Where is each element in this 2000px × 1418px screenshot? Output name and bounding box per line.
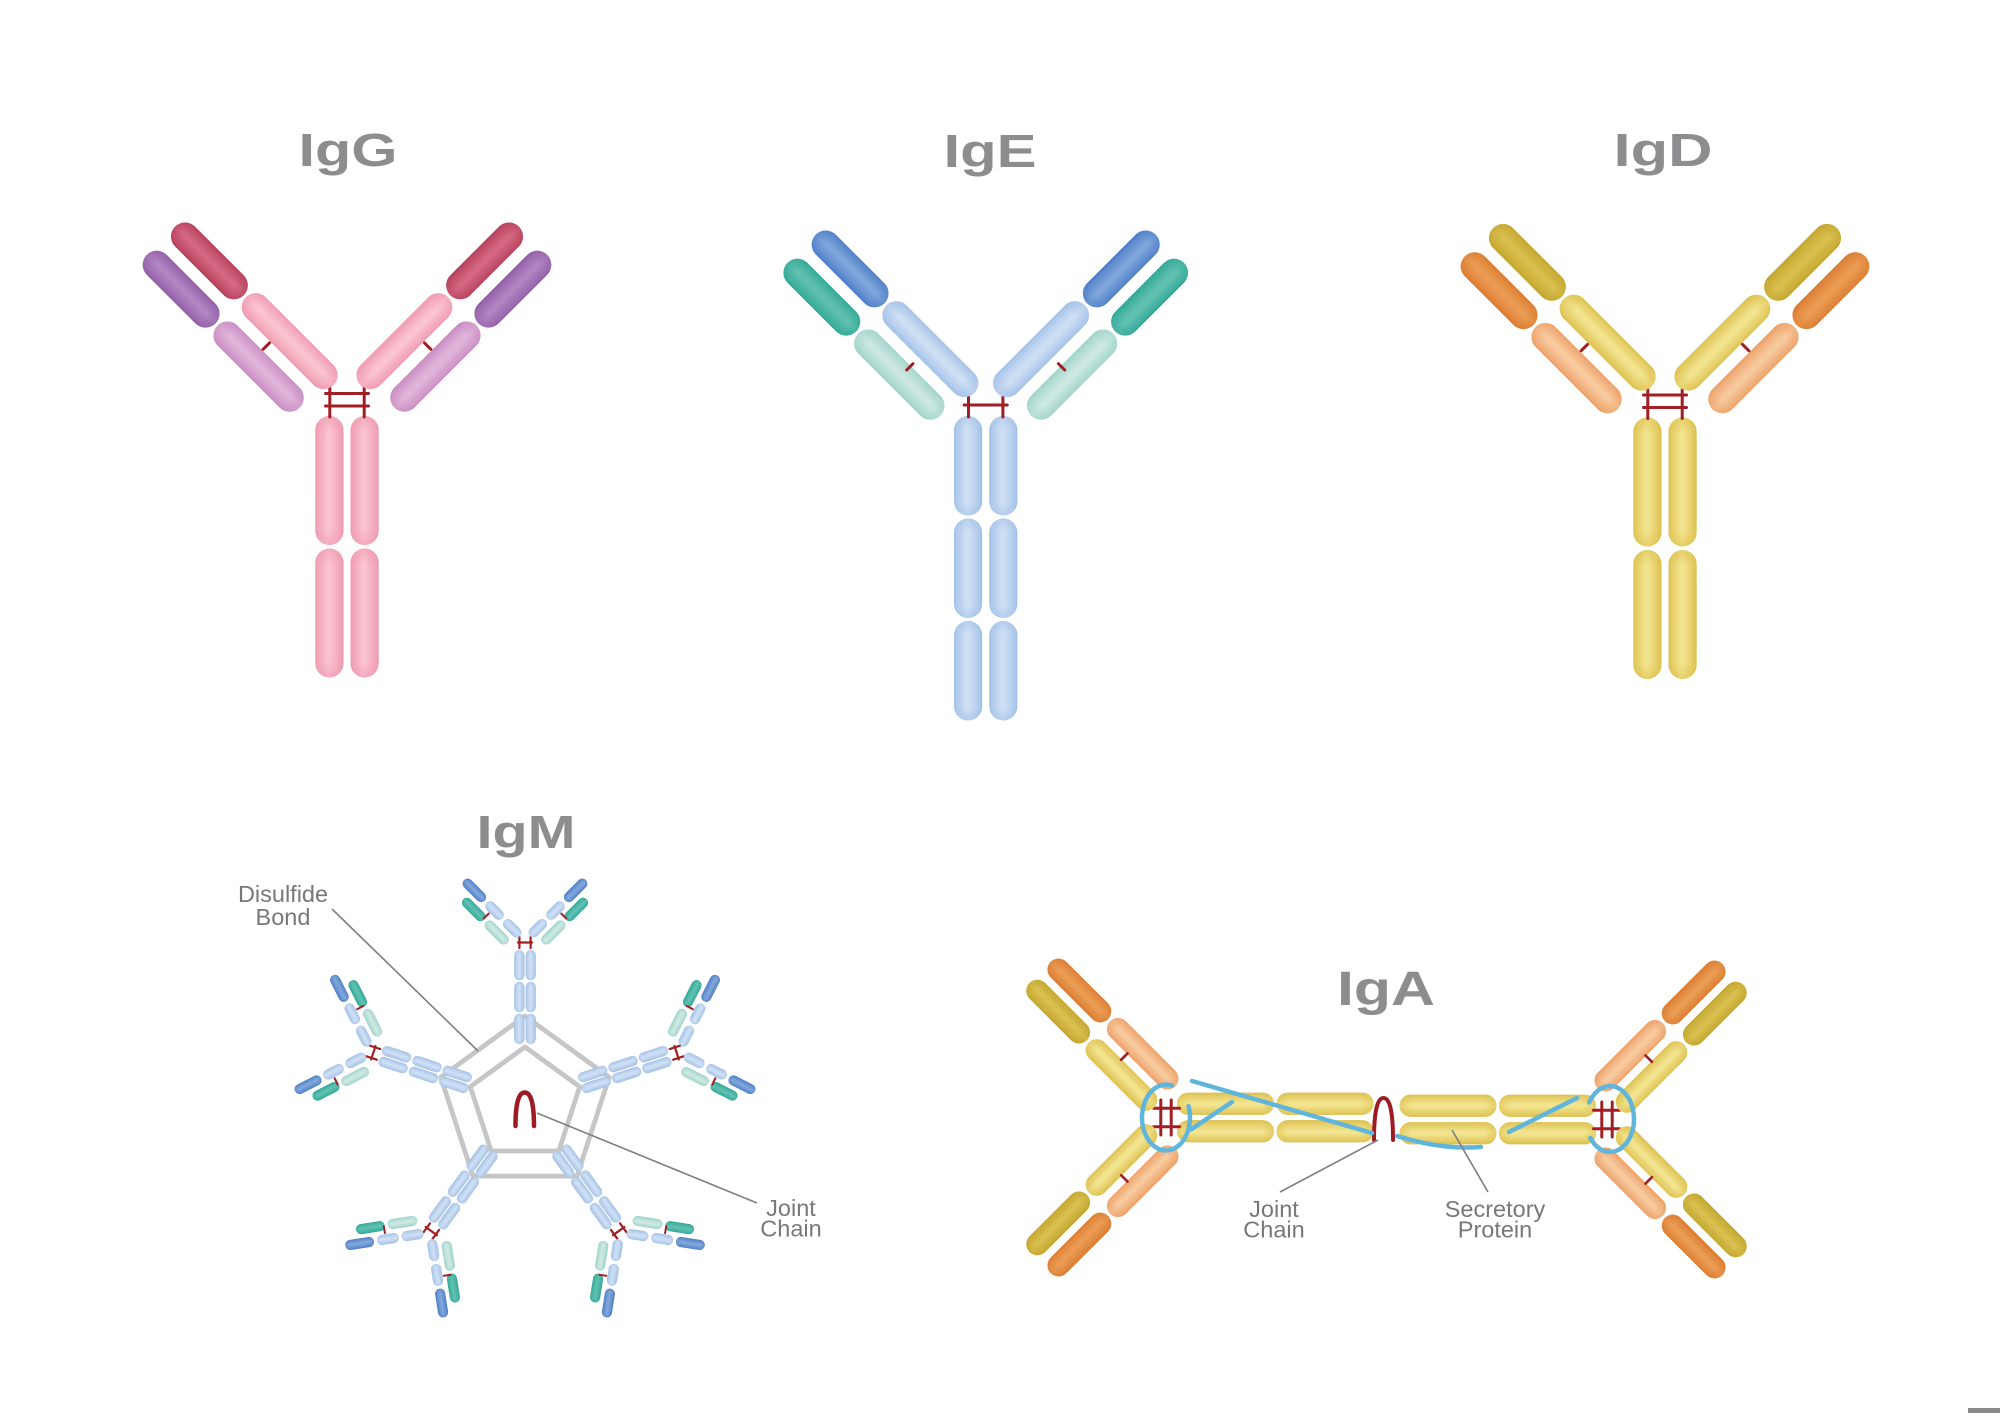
- svg-text:IgA: IgA: [1337, 963, 1435, 1016]
- svg-text:IgE: IgE: [944, 125, 1037, 177]
- svg-text:Secretory: Secretory: [1445, 1196, 1546, 1222]
- svg-text:Joint: Joint: [1249, 1196, 1299, 1222]
- svg-text:Chain: Chain: [1243, 1217, 1304, 1243]
- svg-text:Joint: Joint: [766, 1195, 816, 1221]
- svg-text:IgD: IgD: [1614, 124, 1713, 176]
- svg-text:Disulfide: Disulfide: [238, 881, 328, 907]
- svg-text:Bond: Bond: [256, 904, 311, 930]
- svg-text:IgG: IgG: [299, 124, 398, 176]
- svg-text:Chain: Chain: [760, 1216, 821, 1242]
- svg-text:IgM: IgM: [477, 806, 576, 858]
- svg-text:Protein: Protein: [1458, 1217, 1532, 1243]
